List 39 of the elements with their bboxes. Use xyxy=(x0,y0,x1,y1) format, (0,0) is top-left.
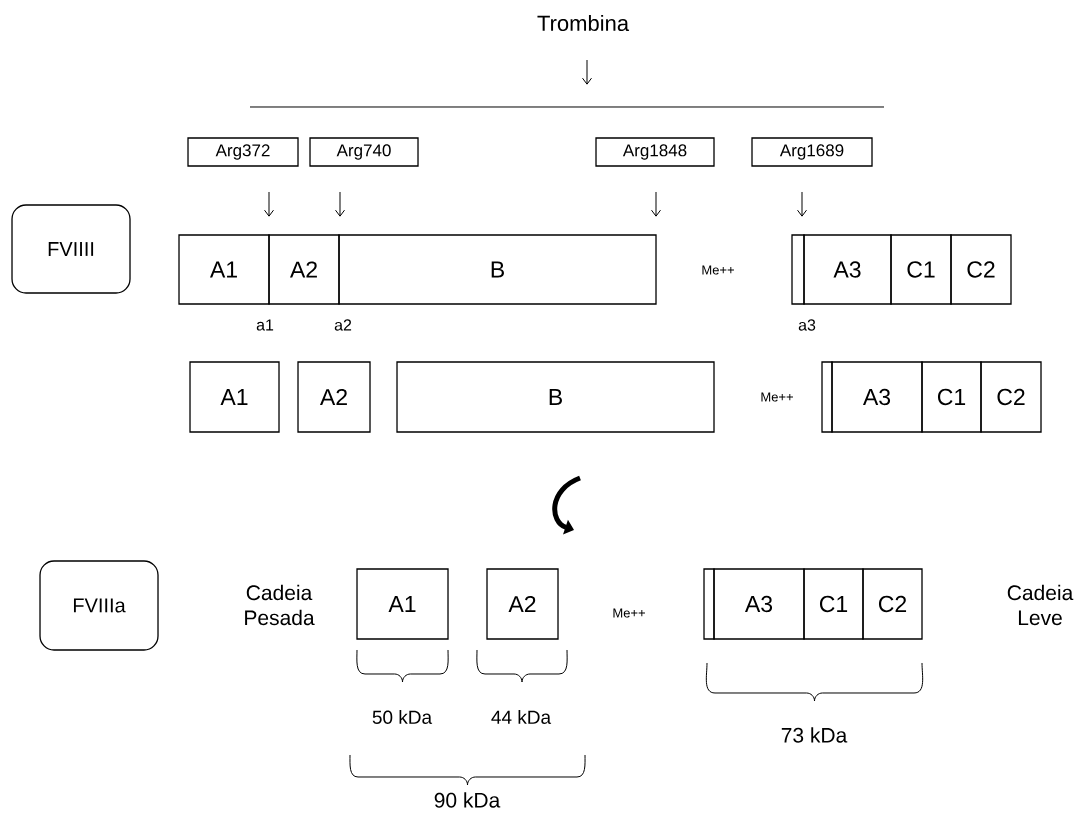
site-label: a1 xyxy=(256,319,274,331)
domain-box: A2 xyxy=(486,568,559,640)
domain-box: A3 xyxy=(713,568,805,640)
mass-label: 90 kDa xyxy=(434,792,501,808)
chain-label: Cadeia Pesada xyxy=(245,584,315,626)
metal-ion-label: Me++ xyxy=(613,608,645,618)
mass-label: 44 kDa xyxy=(491,710,552,724)
mass-label: 50 kDa xyxy=(372,710,433,724)
domain-box: A1 xyxy=(178,234,270,305)
domain-box: B xyxy=(396,361,715,433)
site-label: a2 xyxy=(334,319,352,331)
domain-box: C1 xyxy=(803,568,864,640)
mass-label: 73 kDa xyxy=(781,727,848,743)
domain-box: C2 xyxy=(950,234,1012,305)
domain-box: C2 xyxy=(980,361,1042,433)
site-box: Arg372 xyxy=(187,137,299,167)
domain-box: C1 xyxy=(890,234,952,305)
domain-box: A2 xyxy=(297,361,371,433)
site-label: a3 xyxy=(798,319,816,331)
domain-box: B xyxy=(338,234,657,305)
metal-ion-label: Me++ xyxy=(702,265,734,275)
linker-box xyxy=(821,361,833,433)
site-box: Arg1848 xyxy=(595,137,715,167)
domain-box: A2 xyxy=(268,234,340,305)
protein-box: FVIIIa xyxy=(39,560,159,651)
domain-box: A3 xyxy=(803,234,892,305)
linker-box xyxy=(791,234,805,305)
linker-box xyxy=(703,568,715,640)
site-box: Arg740 xyxy=(309,137,419,167)
domain-box: A1 xyxy=(356,568,449,640)
site-box: Arg1689 xyxy=(751,137,873,167)
title-text: Trombina xyxy=(537,14,630,32)
metal-ion-label: Me++ xyxy=(761,392,793,402)
protein-box: FVIIII xyxy=(11,204,131,294)
domain-box: A3 xyxy=(831,361,923,433)
chain-label: Cadeia Leve xyxy=(1007,584,1074,626)
domain-box: C2 xyxy=(862,568,923,640)
domain-box: A1 xyxy=(189,361,280,433)
domain-box: C1 xyxy=(921,361,982,433)
